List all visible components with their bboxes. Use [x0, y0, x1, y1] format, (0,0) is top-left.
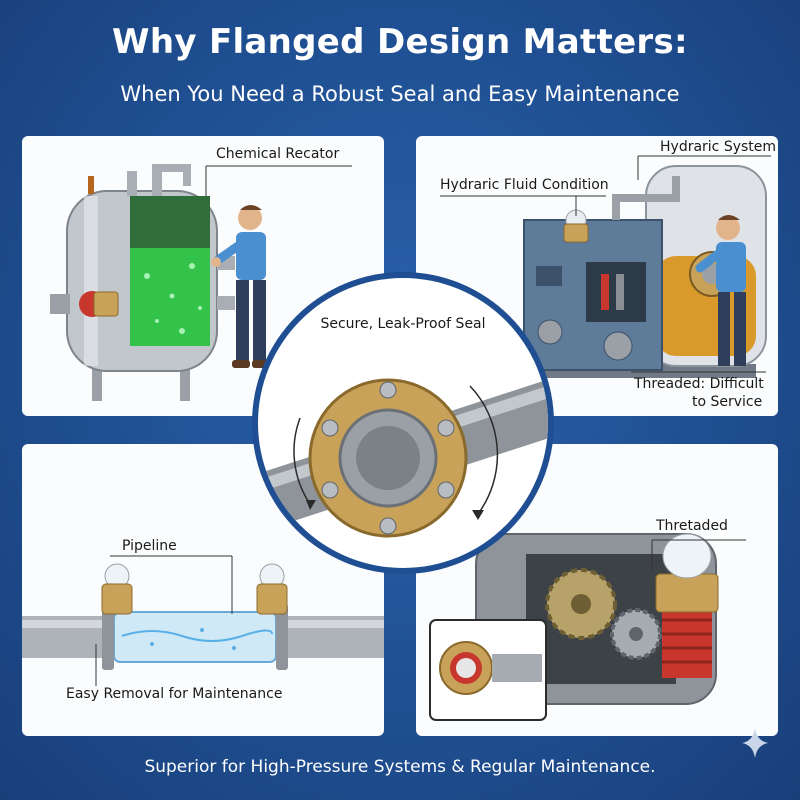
panel-threaded-gearbox: Thretaded: [416, 444, 778, 736]
label-threaded: Thretaded: [656, 518, 728, 534]
reactor-brass-fitting: [93, 291, 119, 317]
label-to-service: to Service: [692, 394, 763, 410]
label-hydraulic-system: Hydraric System: [660, 139, 777, 155]
label-threaded-difficult: Threaded: Difficult: [634, 376, 764, 392]
label-pipeline: Pipeline: [122, 538, 177, 554]
reactor-leg: [180, 361, 190, 401]
hydraulic-brass-fitting: [563, 223, 589, 243]
sparkle-icon: [742, 728, 768, 758]
label-leak-proof-seal: Secure, Leak-Proof Seal: [320, 316, 486, 332]
threaded-brass-fitting: [655, 573, 719, 613]
rotate-arrow-left: [293, 417, 311, 505]
pipeline-fitting-left: [101, 583, 133, 615]
pipeline-fitting-right: [256, 583, 288, 615]
center-flange-circle: Secure, Leak-Proof Seal: [258, 278, 548, 568]
panel-chemical-reactor: Chemical Recator: [22, 136, 384, 416]
pipeline-clear-section: [113, 611, 277, 663]
label-easy-removal: Easy Removal for Maintenance: [66, 686, 283, 702]
worker-shirt: [236, 232, 266, 280]
label-hydraulic-fluid: Hydraric Fluid Condition: [440, 177, 609, 193]
worker-head: [238, 206, 262, 230]
page-subtitle: When You Need a Robust Seal and Easy Mai…: [120, 82, 680, 106]
gearbox-illustration: [429, 533, 746, 721]
hydraulic-illustration: [440, 155, 771, 378]
reactor-illustration: [50, 164, 352, 401]
rotate-arrow-right: [469, 385, 499, 515]
footer-caption: Superior for High-Pressure Systems & Reg…: [144, 757, 656, 777]
flange-illustration: [258, 375, 548, 538]
page-title: Why Flanged Design Matters:: [112, 22, 688, 62]
panel-hydraulic-system: Hydraric System Hydraric Fluid Condition…: [416, 136, 778, 416]
pipeline-illustration: [22, 555, 384, 686]
reactor-leg: [92, 361, 102, 401]
label-chemical-reactor: Chemical Recator: [216, 146, 340, 162]
